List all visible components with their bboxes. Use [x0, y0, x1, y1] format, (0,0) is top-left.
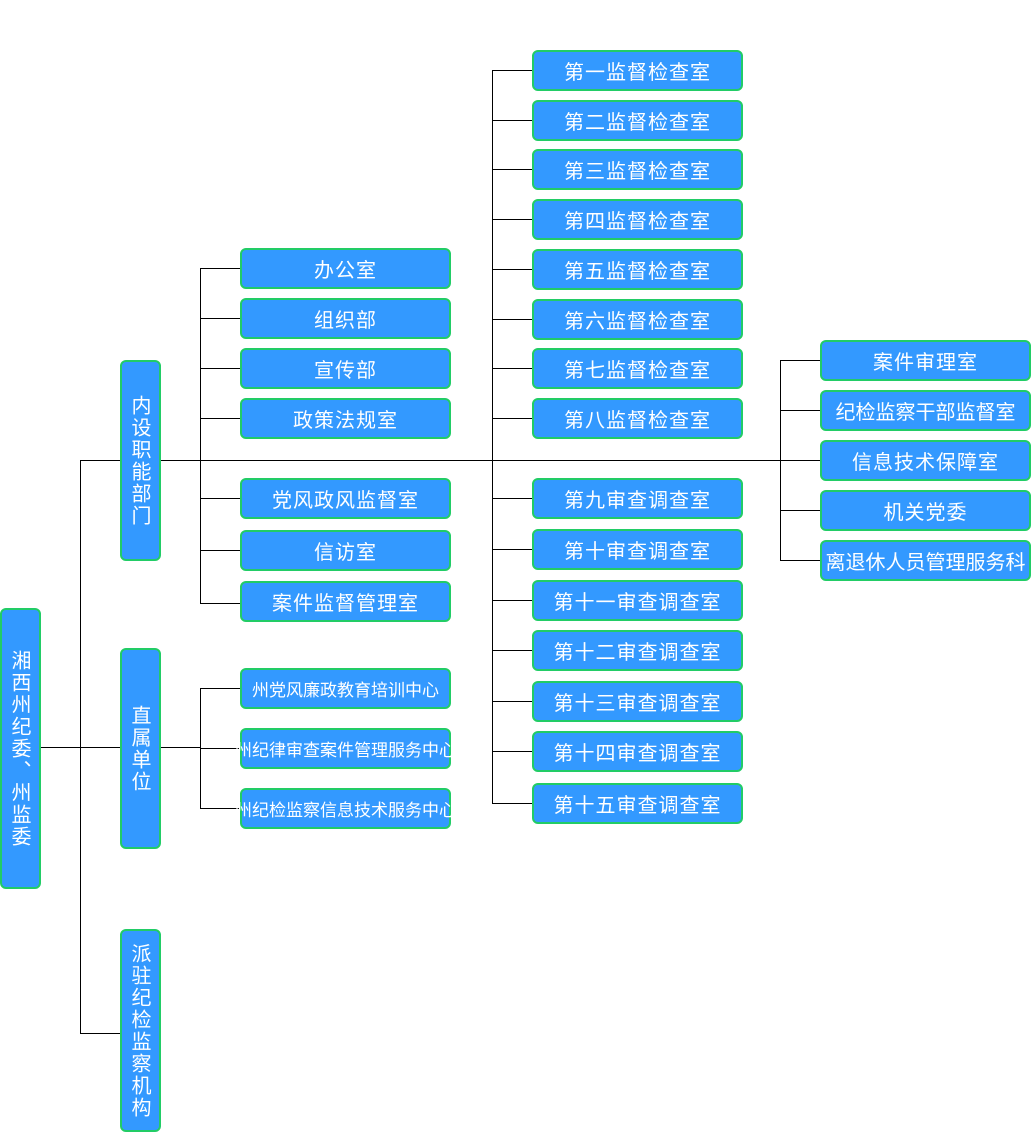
dept-node[interactable]: 案件监督管理室: [240, 581, 451, 622]
root-node[interactable]: 湘西州纪委、州监委: [0, 608, 41, 889]
direct-unit-node[interactable]: 州纪律审查案件管理服务中心: [235, 728, 456, 769]
office-node[interactable]: 第八监督检查室: [532, 398, 743, 439]
dept-node[interactable]: 组织部: [240, 298, 451, 339]
office-node[interactable]: 第三监督检查室: [532, 149, 743, 190]
dept-node[interactable]: 办公室: [240, 248, 451, 289]
office-node[interactable]: 第十三审查调查室: [532, 681, 743, 722]
office-node[interactable]: 第五监督检查室: [532, 249, 743, 290]
direct-unit-node[interactable]: 州党风廉政教育培训中心: [240, 668, 451, 709]
office-node[interactable]: 第七监督检查室: [532, 348, 743, 389]
office-node[interactable]: 第十二审查调查室: [532, 630, 743, 671]
office-node[interactable]: 第十四审查调查室: [532, 731, 743, 772]
office-node[interactable]: 第二监督检查室: [532, 100, 743, 141]
branch-direct-units[interactable]: 直属单位: [120, 648, 161, 849]
other-office-node[interactable]: 案件审理室: [820, 340, 1031, 381]
office-node[interactable]: 第十五审查调查室: [532, 783, 743, 824]
direct-unit-node[interactable]: 州纪检监察信息技术服务中心: [235, 788, 456, 829]
office-node[interactable]: 第四监督检查室: [532, 199, 743, 240]
dept-node[interactable]: 信访室: [240, 530, 451, 571]
dept-node[interactable]: 党风政风监督室: [240, 478, 451, 519]
dept-node[interactable]: 政策法规室: [240, 398, 451, 439]
office-node[interactable]: 第一监督检查室: [532, 50, 743, 91]
other-office-node[interactable]: 纪检监察干部监督室: [820, 390, 1031, 431]
dept-node[interactable]: 宣传部: [240, 348, 451, 389]
other-office-node[interactable]: 信息技术保障室: [820, 440, 1031, 481]
other-office-node[interactable]: 离退休人员管理服务科: [820, 540, 1031, 581]
other-office-node[interactable]: 机关党委: [820, 490, 1031, 531]
branch-dispatched-agencies[interactable]: 派驻纪检监察机构: [120, 929, 161, 1132]
office-node[interactable]: 第九审查调查室: [532, 478, 743, 519]
branch-internal-departments[interactable]: 内设职能部门: [120, 360, 161, 561]
office-node[interactable]: 第十一审查调查室: [532, 580, 743, 621]
office-node[interactable]: 第十审查调查室: [532, 529, 743, 570]
office-node[interactable]: 第六监督检查室: [532, 299, 743, 340]
